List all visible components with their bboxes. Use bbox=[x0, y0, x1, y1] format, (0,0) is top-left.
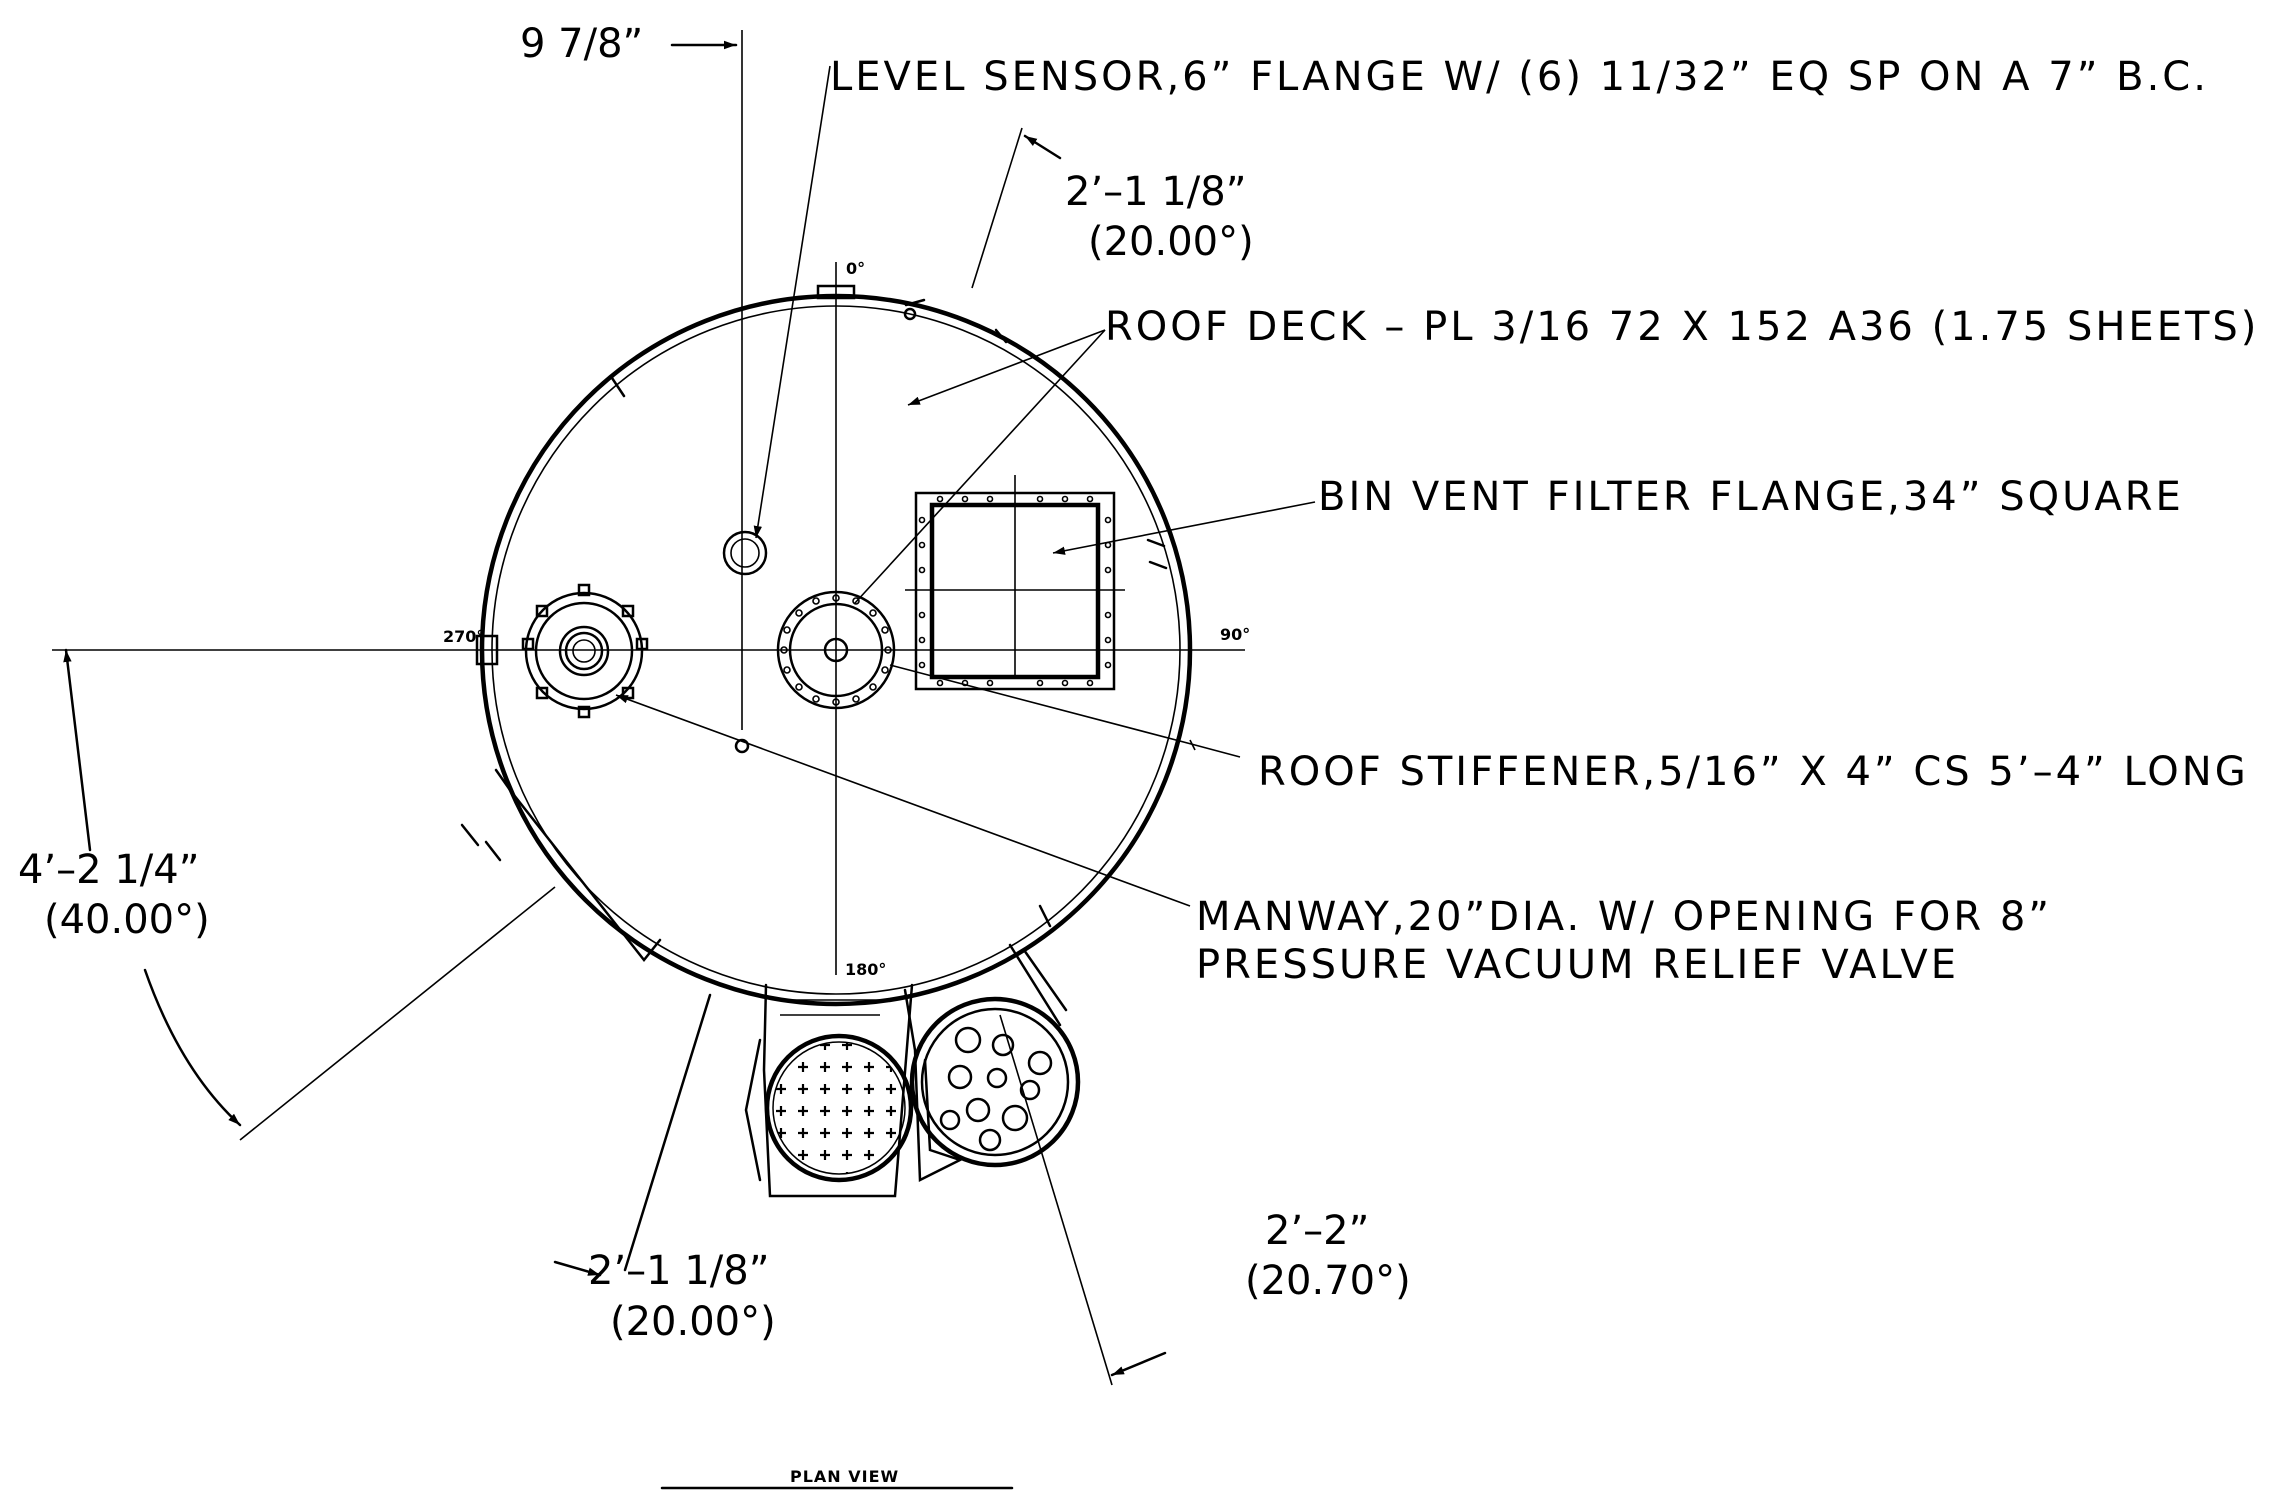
manway-callout-line1: MANWAY,20”DIA. W/ OPENING FOR 8” bbox=[1196, 894, 2052, 940]
angle-0-label: 0° bbox=[846, 259, 865, 278]
top-nozzle bbox=[816, 262, 856, 300]
lower-left-bracket bbox=[460, 768, 662, 963]
left-nozzle bbox=[475, 634, 499, 666]
dim-left-length: 4’–2 1/4” bbox=[18, 847, 199, 893]
dimension-lines bbox=[63, 40, 1167, 1386]
drawing-title: PLAN VIEW bbox=[790, 1467, 899, 1486]
dim-left-angle: (40.00°) bbox=[44, 897, 210, 943]
manway bbox=[521, 583, 649, 719]
bin-vent-filter-flange bbox=[905, 475, 1125, 691]
roof-stiffener-callout: ROOF STIFFENER,5/16” X 4” CS 5’–4” LONG bbox=[1258, 749, 2249, 795]
dim-bottom-right-angle: (20.70°) bbox=[1245, 1258, 1411, 1304]
angle-270-label: 270° bbox=[443, 627, 484, 646]
roof-lug bbox=[903, 307, 917, 321]
level-sensor-callout: LEVEL SENSOR,6” FLANGE W/ (6) 11/32” EQ … bbox=[830, 54, 2209, 100]
manway-callout-line2: PRESSURE VACUUM RELIEF VALVE bbox=[1196, 942, 1959, 988]
dim-bottom-right-length: 2’–2” bbox=[1265, 1208, 1369, 1254]
callout-leaders bbox=[615, 65, 1316, 907]
level-sensor-nozzle bbox=[722, 30, 768, 730]
dim-top-left: 9 7/8” bbox=[520, 21, 643, 67]
center-lines bbox=[52, 285, 1245, 975]
dim-top-right-length: 2’–1 1/8” bbox=[1065, 169, 1246, 215]
center-flange bbox=[776, 590, 896, 710]
angle-90-label: 90° bbox=[1220, 625, 1250, 644]
shell-ticks bbox=[610, 298, 1168, 928]
roof-deck-callout: ROOF DECK – PL 3/16 72 X 152 A36 (1.75 S… bbox=[1105, 304, 2259, 350]
dim-top-right-angle: (20.00°) bbox=[1088, 219, 1254, 265]
platform-assembly bbox=[744, 943, 1081, 1198]
dim-bottom-left-angle: (20.00°) bbox=[610, 1299, 776, 1345]
angle-180-label: 180° bbox=[845, 960, 886, 979]
bin-vent-callout: BIN VENT FILTER FLANGE,34” SQUARE bbox=[1318, 474, 2184, 520]
dim-bottom-left-length: 2’–1 1/8” bbox=[588, 1248, 769, 1294]
roof-center-point bbox=[734, 738, 750, 754]
